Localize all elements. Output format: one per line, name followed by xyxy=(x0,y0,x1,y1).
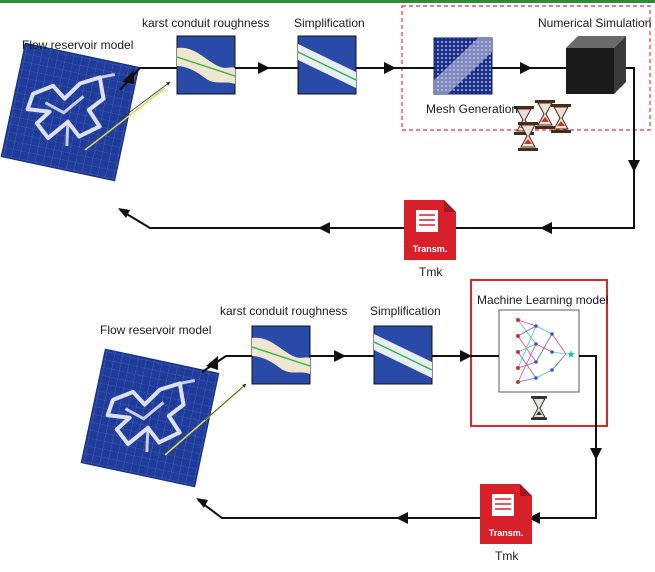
top-roughness-panel xyxy=(176,35,236,95)
bottom-output-label: Tmk xyxy=(495,549,519,563)
mesh-generation-panel xyxy=(433,37,493,95)
bottom-roughness-panel xyxy=(251,325,311,385)
hourglass-icon xyxy=(514,100,571,151)
mesh-generation-label: Mesh Generation xyxy=(426,102,519,116)
bottom-reservoir-label: Flow reservoir model xyxy=(100,323,212,337)
top-accent-bar xyxy=(0,0,655,3)
top-roughness-link xyxy=(84,87,166,151)
top-reservoir-label: Flow reservoir model xyxy=(22,38,134,52)
top-pointer-arrow xyxy=(121,81,171,119)
bottom-simplification-label: Simplification xyxy=(370,304,441,318)
top-roughness-label: karst conduit roughness xyxy=(142,16,270,30)
machine-learning-label: Machine Learning model xyxy=(477,293,609,307)
bottom-pointer-arrow xyxy=(204,383,247,421)
ml-hourglass-icon xyxy=(531,396,547,420)
output-star-icon: ★ xyxy=(566,348,576,361)
bottom-roughness-label: karst conduit roughness xyxy=(220,304,348,318)
top-simplification-label: Simplification xyxy=(294,16,365,30)
bottom-badge-text: Transm. xyxy=(489,528,524,538)
top-badge-text: Transm. xyxy=(413,244,448,254)
bottom-transm-badge: Transm. xyxy=(480,484,532,544)
top-transm-badge: Transm. xyxy=(404,200,456,260)
top-output-label: Tmk xyxy=(419,265,443,279)
numerical-simulation-label: Numerical Simulation xyxy=(538,16,652,30)
neural-network-panel: ★ xyxy=(498,309,580,393)
top-simplification-panel xyxy=(297,35,357,95)
numerical-simulation-cube xyxy=(566,36,626,94)
top-reservoir-model xyxy=(0,42,140,182)
top-flow-arrowheads xyxy=(118,62,640,234)
bottom-flow-arrowheads xyxy=(196,350,602,524)
bottom-reservoir-model xyxy=(80,348,220,488)
bottom-simplification-panel xyxy=(373,325,433,385)
